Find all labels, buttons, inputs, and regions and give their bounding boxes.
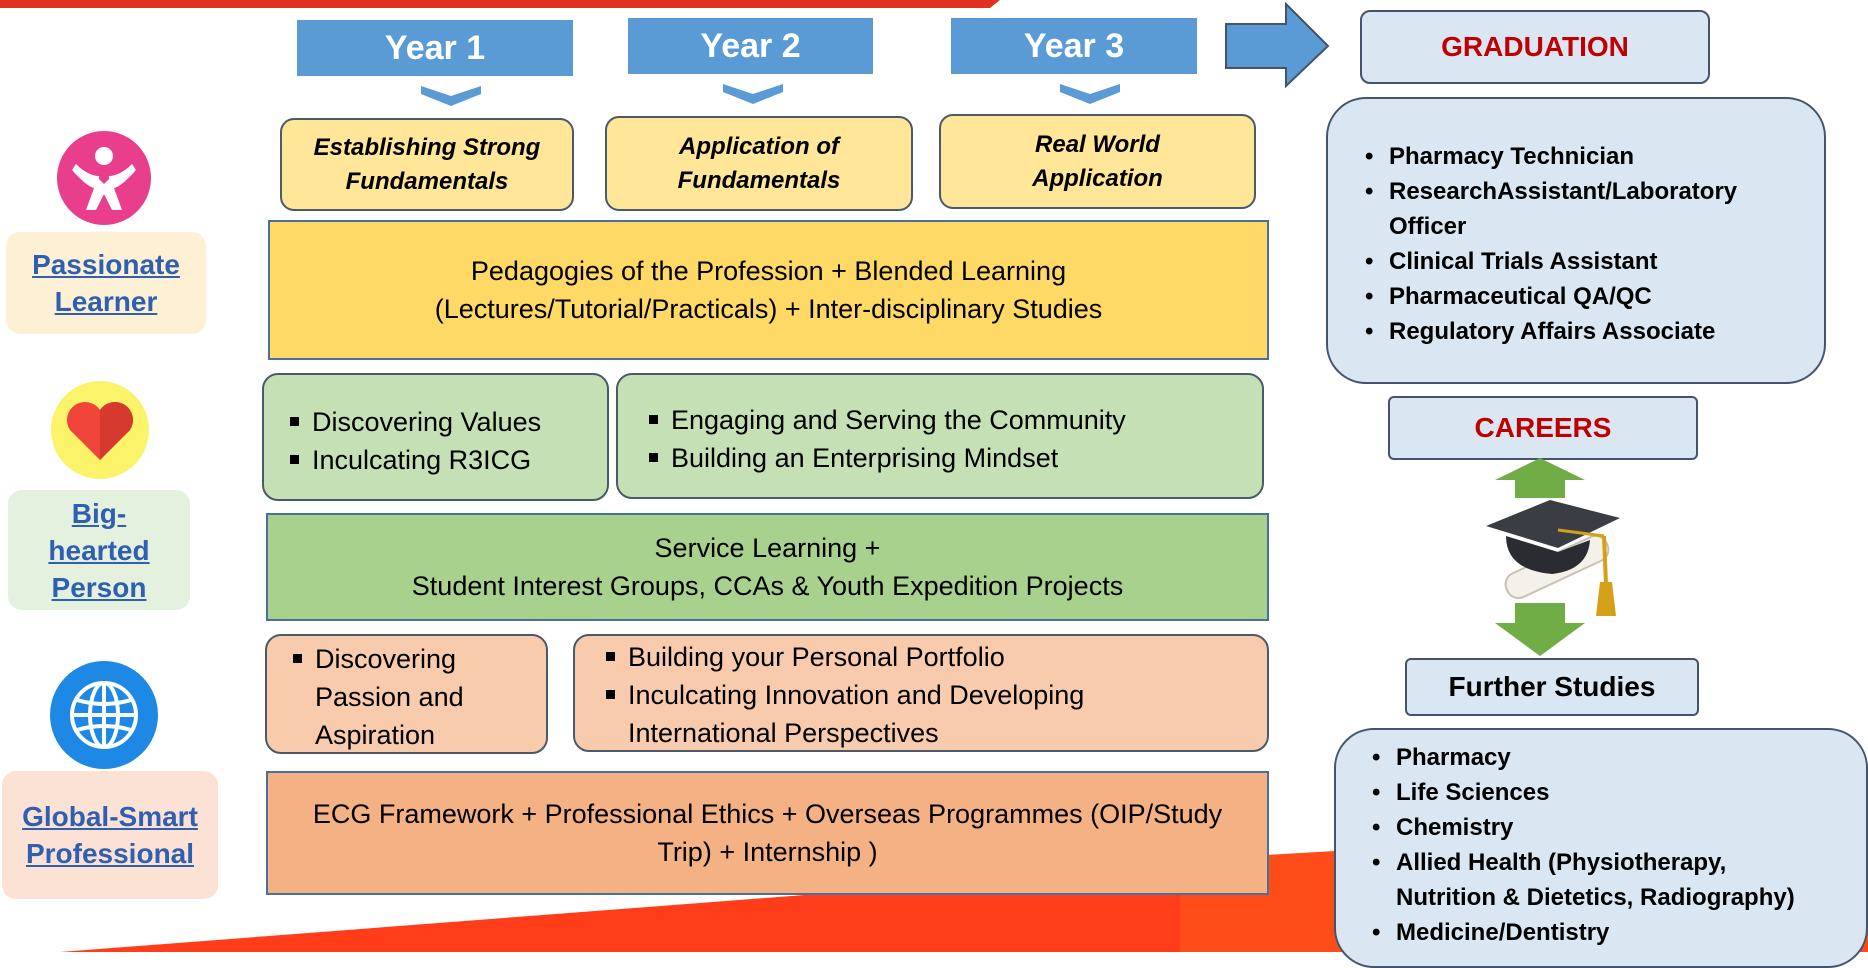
list-item-text: Allied Health (Physiotherapy,	[1396, 849, 1727, 876]
list-item: Life Sciences	[1368, 775, 1856, 810]
list-item: Allied Health (Physiotherapy, Nutrition &…	[1368, 845, 1856, 915]
list-item: Passion and	[287, 678, 546, 716]
heart-icon	[51, 381, 149, 479]
graduation-cap-icon	[1486, 458, 1620, 656]
persona-line: Passionate	[32, 249, 180, 280]
year-2-label: Year 2	[700, 26, 801, 65]
band-line: ECG Framework + Professional Ethics + Ov…	[312, 799, 1223, 829]
band-line: Pedagogies of the Profession + Blended L…	[470, 256, 1067, 286]
list-item-text: Nutrition & Dietetics, Radiography)	[1396, 884, 1795, 911]
theme-line: Establishing Strong	[313, 133, 541, 161]
year-3-label: Year 3	[1023, 26, 1125, 65]
list-item: Discovering	[287, 640, 546, 678]
passion-box-left: Discovering Passion and Aspiration	[265, 634, 548, 754]
persona-line: hearted	[48, 534, 150, 566]
persona-line: Professional	[25, 838, 195, 869]
list-item: Building an Enterprising Mindset	[643, 439, 1262, 477]
pedagogy-band: Pedagogies of the Profession + Blended L…	[268, 220, 1269, 360]
list-item: Chemistry	[1368, 810, 1856, 845]
theme-line: Real World	[1035, 130, 1160, 158]
chevron-down-icon	[421, 86, 481, 106]
list-item: Pharmacy Technician	[1361, 139, 1804, 174]
persona-line: Learner	[54, 286, 158, 317]
graduation-title: GRADUATION	[1441, 31, 1629, 62]
list-item-text: ResearchAssistant/Laboratory	[1389, 178, 1738, 205]
further-studies-title-box: Further Studies	[1405, 658, 1699, 716]
list-item: Medicine/Dentistry	[1368, 915, 1856, 950]
service-learning-band: Service Learning + Student Interest Group…	[266, 513, 1269, 621]
band-line: (Lectures/Tutorial/Practicals) + Inter-d…	[434, 294, 1103, 324]
chevron-down-icon	[723, 84, 783, 104]
list-item-continuation: Passion and	[315, 682, 464, 712]
persona-line: Person	[51, 571, 147, 603]
band-line: Student Interest Groups, CCAs & Youth Ex…	[411, 571, 1124, 601]
arrow-right-icon	[1225, 2, 1330, 88]
year-1-header: Year 1	[297, 20, 573, 76]
list-item-text: Officer	[1389, 213, 1467, 240]
list-item-continuation: Aspiration	[315, 720, 436, 750]
further-studies-title: Further Studies	[1448, 671, 1656, 702]
graduation-title-box: GRADUATION	[1360, 10, 1710, 84]
theme-line: Fundamentals	[677, 166, 841, 194]
band-line: Service Learning +	[654, 533, 881, 563]
careers-title: CAREERS	[1474, 412, 1612, 443]
list-item-continuation: International Perspectives	[628, 718, 939, 748]
person-heart-icon	[57, 131, 151, 225]
graduation-list-box: Pharmacy Technician ResearchAssistant/La…	[1326, 97, 1826, 384]
list-item: Engaging and Serving the Community	[643, 401, 1262, 439]
list-item: Inculcating R3ICG	[284, 441, 607, 479]
year-2-header: Year 2	[628, 18, 873, 74]
list-item: Regulatory Affairs Associate	[1361, 314, 1804, 349]
careers-title-box: CAREERS	[1388, 396, 1698, 460]
theme-line: Application	[1032, 164, 1163, 192]
band-line: Trip) + Internship )	[657, 837, 878, 867]
list-item: Building your Personal Portfolio	[600, 638, 1267, 676]
chevron-down-icon	[1060, 84, 1120, 104]
values-box-right: Engaging and Serving the Community Build…	[616, 373, 1264, 499]
theme-box-year-2: Application of Fundamentals	[605, 116, 913, 211]
theme-line: Application of	[679, 132, 839, 160]
persona-line: Global-Smart	[22, 801, 198, 832]
list-item: Clinical Trials Assistant	[1361, 244, 1804, 279]
further-studies-list-box: Pharmacy Life Sciences Chemistry Allied …	[1334, 728, 1868, 968]
year-3-header: Year 3	[951, 18, 1197, 74]
list-item: Inculcating Innovation and Developing	[600, 676, 1267, 714]
theme-line: Fundamentals	[345, 167, 509, 195]
year-1-label: Year 1	[384, 28, 486, 67]
list-item: Discovering Values	[284, 403, 607, 441]
persona-line: Big-	[71, 497, 127, 529]
list-item: Pharmaceutical QA/QC	[1361, 279, 1804, 314]
passion-box-right: Building your Personal Portfolio Inculca…	[573, 634, 1269, 752]
ecg-framework-band: ECG Framework + Professional Ethics + Ov…	[266, 771, 1269, 895]
values-box-left: Discovering Values Inculcating R3ICG	[262, 373, 609, 501]
list-item: Pharmacy	[1368, 740, 1856, 775]
globe-icon	[50, 661, 158, 769]
